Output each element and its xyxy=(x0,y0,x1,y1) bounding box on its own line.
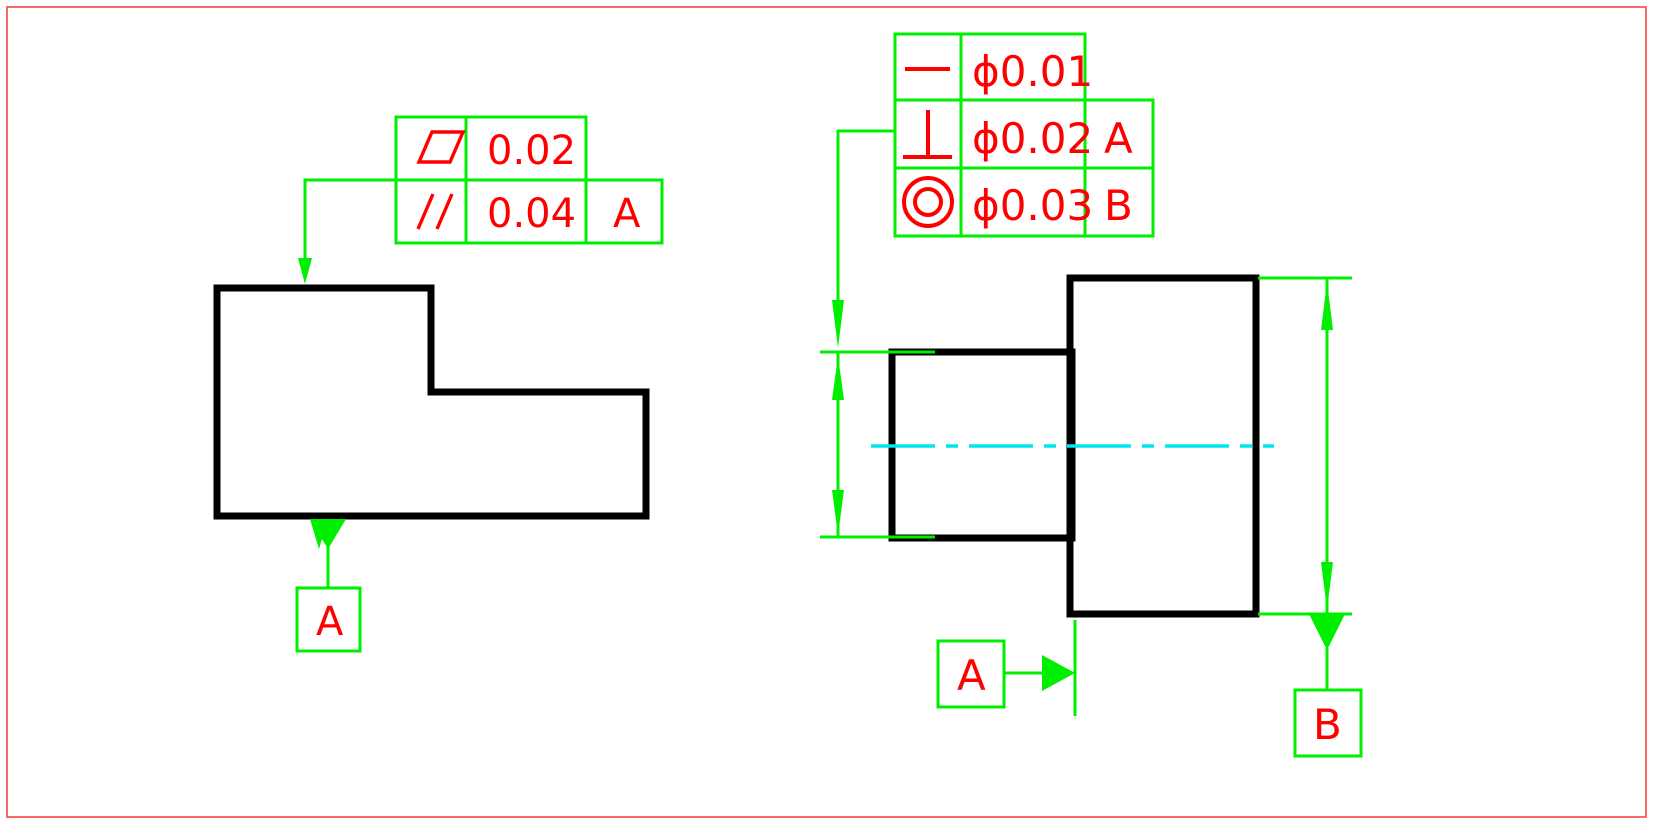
concentricity-icon xyxy=(902,176,954,228)
datum-triangle-icon xyxy=(1309,614,1345,650)
left-fcf-row1-tolerance: 0.02 xyxy=(487,128,576,174)
left-part-outline xyxy=(213,284,650,520)
right-datum-a-label: A xyxy=(957,651,986,700)
right-fcf-row3-datum: B xyxy=(1104,181,1133,230)
left-datum-label: A xyxy=(316,599,344,645)
large-diameter-dimension xyxy=(1258,276,1352,616)
right-datum-feature-b[interactable]: B xyxy=(1293,614,1363,758)
right-fcf-row2-tolerance: ϕ0.02 xyxy=(972,114,1093,163)
dimension-arrowhead-icon xyxy=(832,490,844,535)
left-feature-control-frame[interactable]: 0.02 0.04 A xyxy=(298,115,664,284)
left-datum-feature-a[interactable]: A xyxy=(295,519,362,653)
leader-arrowhead-icon xyxy=(298,258,312,284)
perpendicularity-icon xyxy=(903,110,952,159)
datum-triangle-icon xyxy=(1042,655,1075,691)
flatness-icon xyxy=(416,130,466,164)
dimension-arrowhead-icon xyxy=(1321,282,1333,330)
right-fcf-row1-tolerance: ϕ0.01 xyxy=(972,47,1093,96)
dimension-arrowhead-icon xyxy=(832,300,844,348)
left-fcf-row2-tolerance: 0.04 xyxy=(487,191,576,237)
dimension-arrowhead-icon xyxy=(1321,562,1333,610)
parallelism-icon xyxy=(416,193,454,230)
right-datum-feature-a[interactable]: A xyxy=(936,620,1077,716)
datum-triangle-icon-main xyxy=(310,519,346,549)
left-fcf-row2-datum: A xyxy=(613,191,641,237)
right-fcf-row3-tolerance: ϕ0.03 xyxy=(972,181,1093,230)
right-fcf-row2-datum: A xyxy=(1104,114,1133,163)
right-datum-b-label: B xyxy=(1313,700,1342,749)
small-diameter-dimension xyxy=(820,300,935,539)
dimension-arrowhead-icon xyxy=(832,356,844,400)
right-feature-control-frame[interactable]: ϕ0.01 ϕ0.02 A ϕ0.03 B xyxy=(836,32,1155,331)
